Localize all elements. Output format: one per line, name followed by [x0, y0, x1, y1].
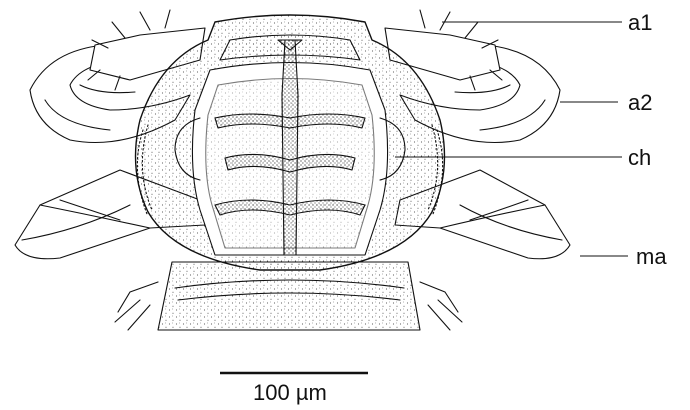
label-ch: ch [628, 145, 651, 170]
specimen-drawing [15, 10, 570, 330]
leg-right [420, 282, 462, 330]
label-a2: a2 [628, 90, 652, 115]
trunk-segment [158, 262, 420, 330]
label-a1: a1 [628, 10, 652, 35]
median-rod [282, 40, 298, 255]
label-ma: ma [636, 244, 667, 269]
scale-bar-label: 100 µm [253, 380, 327, 405]
leg-left [115, 282, 158, 330]
